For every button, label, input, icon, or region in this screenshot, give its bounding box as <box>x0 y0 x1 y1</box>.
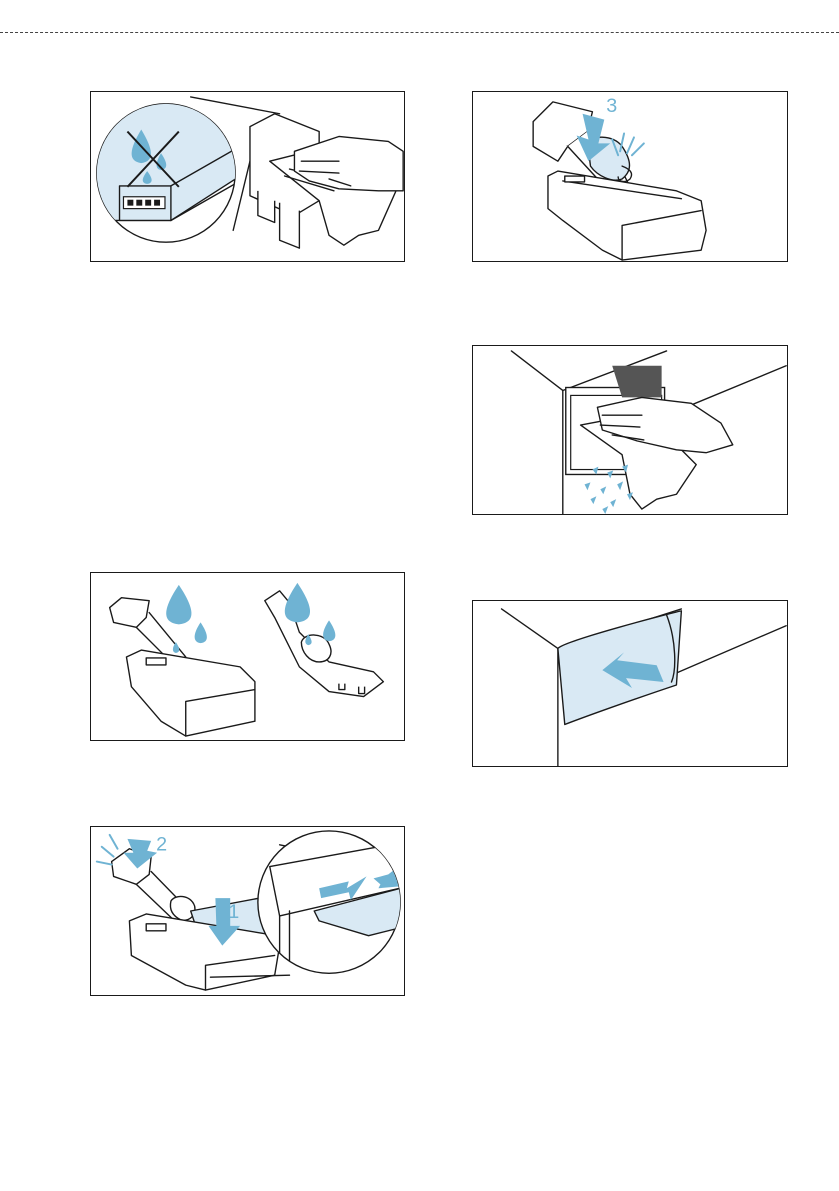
figure-rinse-drawer <box>90 572 405 741</box>
step-number-3: 3 <box>606 95 617 117</box>
top-dashed-rule <box>0 32 839 33</box>
figure-reinsert-siphon: 3 <box>472 91 788 262</box>
reassemble-drawer-illustration: 2 1 <box>91 827 404 995</box>
push-drawer-illustration <box>473 601 787 766</box>
figure-wipe-housing <box>472 345 788 515</box>
figure-reassemble-drawer: 2 1 <box>90 826 405 996</box>
rinse-drawer-illustration <box>91 573 404 740</box>
wipe-housing-illustration <box>473 346 787 514</box>
step-number-1: 1 <box>228 901 239 923</box>
reinsert-siphon-illustration: 3 <box>473 92 787 261</box>
figure-push-drawer <box>472 600 788 767</box>
step-number-2: 2 <box>156 834 167 856</box>
wipe-dry-illustration <box>91 92 404 261</box>
figure-wipe-dry-no-water <box>90 91 405 262</box>
